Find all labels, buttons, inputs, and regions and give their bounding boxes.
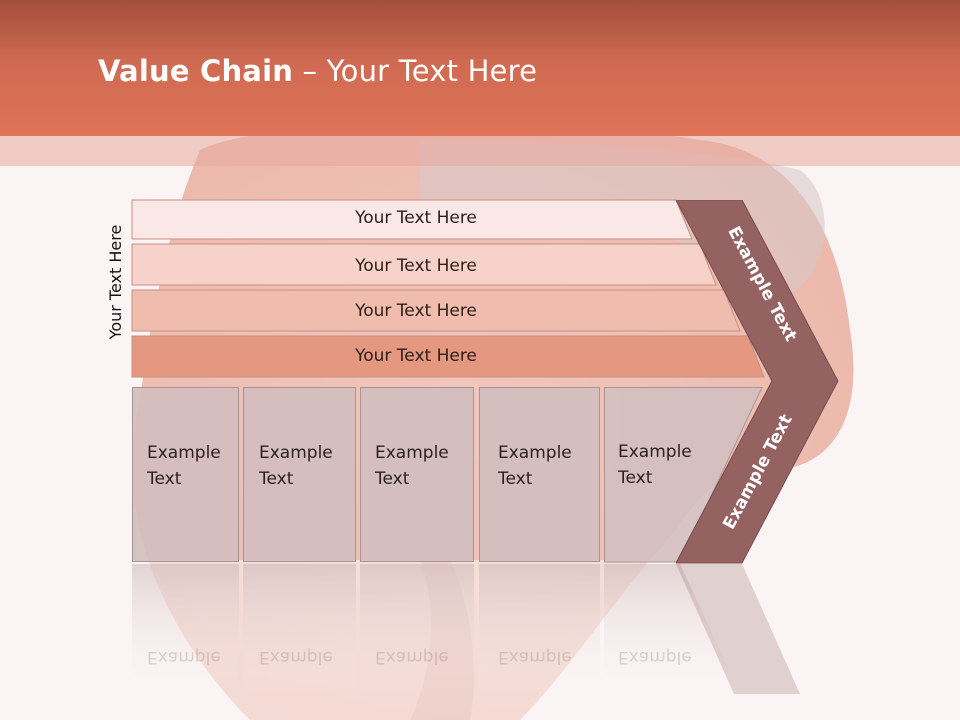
primary-box-4-line2: Text bbox=[498, 469, 533, 489]
support-bar-3-label: Your Text Here bbox=[355, 301, 477, 321]
primary-box-5-line1: Example bbox=[618, 442, 692, 462]
primary-box-3-line2: Text bbox=[375, 469, 410, 489]
primary-box-1-line1: Example bbox=[147, 443, 221, 463]
support-bar-2-shape bbox=[131, 243, 717, 286]
margin-chevron bbox=[676, 200, 839, 564]
support-bar-2-label: Your Text Here bbox=[355, 256, 477, 276]
primary-box-2-line2: Text bbox=[259, 469, 294, 489]
primary-box-4-line1: Example bbox=[498, 443, 572, 463]
side-label: Your Text Here bbox=[106, 224, 125, 340]
support-bar-1-shape bbox=[131, 199, 693, 240]
title-banner-band bbox=[0, 136, 960, 166]
primary-box-3-line1: Example bbox=[375, 443, 449, 463]
support-bar-1-label: Your Text Here bbox=[355, 208, 477, 228]
primary-box-1-line2: Text bbox=[147, 469, 182, 489]
primary-box-2-line1: Example bbox=[259, 443, 333, 463]
slide-title: Value Chain – Your Text Here bbox=[98, 54, 537, 88]
title-rest: – Your Text Here bbox=[293, 54, 538, 88]
primary-box-5-line2: Text bbox=[618, 468, 653, 488]
title-banner bbox=[0, 0, 960, 136]
support-bar-4-shape bbox=[131, 335, 765, 378]
support-bar-3-shape bbox=[131, 289, 741, 332]
support-bar-4-label: Your Text Here bbox=[355, 346, 477, 366]
title-bold: Value Chain bbox=[98, 54, 294, 88]
